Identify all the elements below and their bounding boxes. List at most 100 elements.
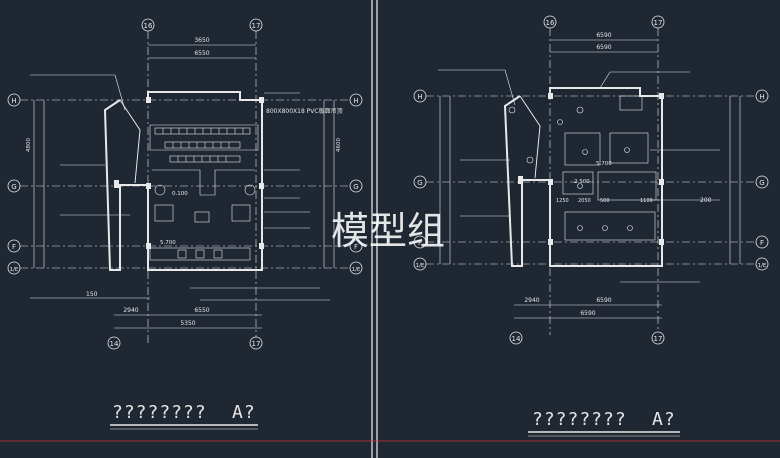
counter	[152, 169, 255, 196]
level-mark: 5.700	[596, 161, 612, 167]
grid-label-row-g: G	[353, 183, 358, 191]
grid-bubble-bottom	[107, 336, 121, 350]
grid-bubble-right	[755, 89, 769, 103]
level-mark: 5.700	[160, 240, 176, 246]
chair	[177, 249, 187, 259]
grid-label-top-b: 17	[252, 22, 261, 30]
inner-dimension: 1250	[556, 198, 569, 204]
dimension-top-1: 3650	[194, 37, 209, 44]
grid-bubble-bottom	[249, 336, 263, 350]
grid-label-row-f: F	[12, 243, 16, 251]
grid-label-row-g: G	[11, 183, 16, 191]
dimension-top-2: 6590	[596, 44, 611, 51]
bench	[149, 247, 251, 261]
leader-note: 150	[86, 291, 98, 298]
right-ceiling-plan: 16 17 6590 6590 H G F 1/E H G F 1/E	[413, 15, 769, 437]
drawing-title: ????????	[112, 402, 207, 423]
drawing-scale: A?	[652, 409, 676, 430]
grid-bubble-right	[349, 239, 363, 253]
column	[518, 176, 523, 184]
grid-label-row-f: F	[354, 243, 358, 251]
dimension-right: 4600	[336, 138, 342, 152]
grid-bubble-right	[349, 179, 363, 193]
leader-note: 200	[700, 197, 712, 204]
dimension-bottom-3: 5350	[180, 320, 195, 327]
grid-bubble-right	[755, 175, 769, 189]
drawing-title: ????????	[532, 409, 627, 430]
grid-label-row-h: H	[11, 97, 16, 105]
column	[548, 239, 553, 245]
leader-lines	[438, 69, 720, 283]
column	[659, 93, 664, 99]
ceiling-panel	[564, 211, 656, 241]
grid-bubble-right	[755, 235, 769, 249]
wall-curve	[519, 95, 541, 179]
grid-bubble-right	[349, 93, 363, 107]
level-mark: 0.100	[172, 191, 188, 197]
column	[548, 93, 553, 99]
grid-label-row-h: H	[353, 97, 358, 105]
grid-label-row-f: F	[418, 239, 422, 247]
desk	[231, 204, 251, 222]
column	[259, 183, 264, 189]
grid-label-row-h: H	[417, 93, 422, 101]
watermark: 模型组	[331, 209, 445, 253]
dimension-top-1: 6590	[596, 32, 611, 39]
grid-label-top-a: 16	[546, 19, 555, 27]
column	[659, 239, 664, 245]
grid-bubble-right	[755, 257, 769, 271]
left-floor-plan: 16 17 3650 6550 H G F 1/E H G F 1/E	[7, 18, 363, 430]
grid-label-top-b: 17	[654, 19, 663, 27]
dimension-top-2: 6550	[194, 50, 209, 57]
column	[146, 97, 151, 103]
ceiling-panel	[564, 132, 601, 166]
grid-label-row-h: H	[759, 93, 764, 101]
wall-outline	[503, 87, 663, 267]
ceiling-panel	[619, 95, 643, 111]
grid-label-row-f: F	[760, 239, 764, 247]
column	[259, 97, 264, 103]
grid-label-row-g: G	[759, 179, 764, 187]
inner-dimension: 1100	[640, 198, 653, 204]
desk	[194, 211, 210, 223]
ceiling-panel	[597, 171, 657, 201]
ceiling-panel	[562, 171, 594, 195]
desk	[154, 204, 174, 222]
grid-label-top-a: 16	[144, 22, 153, 30]
grid-label-bottom-b: 17	[252, 340, 261, 348]
inner-dimension: 2050	[578, 198, 591, 204]
chair	[195, 249, 205, 259]
ceiling-panel	[609, 132, 649, 164]
dimension-bottom-3: 6590	[580, 310, 595, 317]
dimension-bottom-2: 6550	[194, 307, 209, 314]
drawing-scale: A?	[232, 402, 256, 423]
chair	[213, 249, 223, 259]
grid-label-row-g: G	[417, 179, 422, 187]
dimension-bottom-1: 2940	[524, 297, 539, 304]
dimension-left: 4800	[26, 138, 32, 152]
seat-row	[169, 155, 241, 163]
column	[146, 183, 151, 189]
column	[114, 180, 119, 188]
inner-dimension: 500	[600, 198, 610, 204]
grid-bubble-right	[349, 261, 363, 275]
downlights	[508, 106, 633, 231]
column	[548, 179, 553, 185]
dimension-bottom-2: 6590	[596, 297, 611, 304]
wall-outline	[103, 91, 263, 271]
grid-bubble-bottom	[509, 331, 523, 345]
grid-label-bottom-a: 14	[512, 335, 521, 343]
auditorium-area	[149, 124, 259, 151]
level-mark: 2.500	[574, 179, 590, 185]
grid-label-row-e: 1/E	[416, 263, 425, 269]
leader-note: 800X800X18 PVC板面吊顶	[266, 107, 343, 115]
column	[659, 179, 664, 185]
dimension-bottom-1: 2940	[123, 307, 138, 314]
wall-curve	[119, 99, 141, 184]
plant	[244, 184, 256, 196]
grid-label-row-e: 1/E	[352, 267, 361, 273]
column	[146, 243, 151, 249]
grid-label-row-e: 1/E	[10, 267, 19, 273]
